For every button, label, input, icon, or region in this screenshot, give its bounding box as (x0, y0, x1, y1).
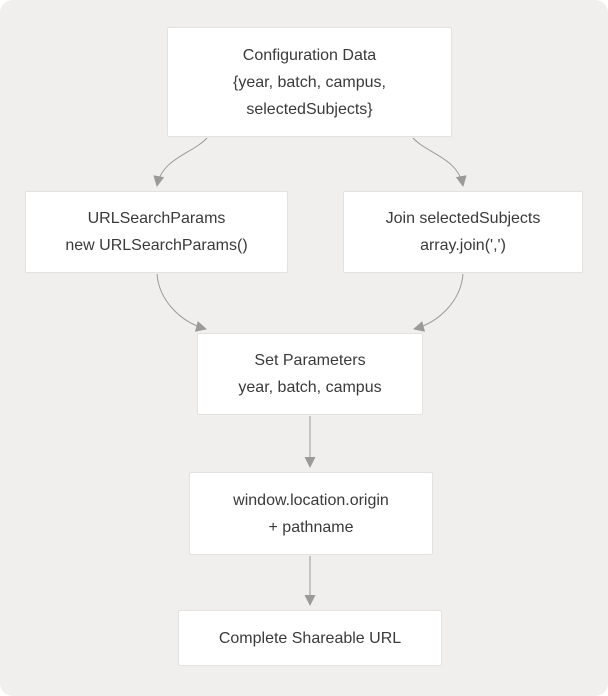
edge-config-to-join (412, 137, 467, 187)
node-join-selectedsubjects: Join selectedSubjects array.join(',') (343, 191, 583, 273)
node-urlsearchparams: URLSearchParams new URLSearchParams() (25, 191, 288, 273)
node-text-line: year, batch, campus (238, 379, 382, 396)
node-text-line: + pathname (268, 518, 354, 536)
edge-join-to-setparams (413, 273, 464, 332)
node-text-line: Complete Shareable URL (218, 629, 402, 647)
node-text-line: selectedSubjects} (246, 100, 373, 118)
node-complete-shareable-url: Complete Shareable URL (178, 610, 442, 666)
node-text-line: Set Parameters (254, 352, 366, 369)
node-set-parameters: Set Parameters year, batch, campus (197, 333, 423, 415)
node-text-line: window.location.origin (233, 491, 389, 509)
node-text-line: URLSearchParams (87, 210, 226, 227)
node-text-line: new URLSearchParams() (65, 237, 248, 254)
node-text-line: Join selectedSubjects (385, 210, 541, 227)
node-text-line: Configuration Data (242, 46, 377, 64)
edge-urlsearchparams-to-setparams (156, 273, 207, 332)
node-text-line: {year, batch, campus, (233, 73, 386, 91)
edge-config-to-urlsearchparams (153, 137, 208, 187)
node-text-line: array.join(',') (420, 237, 506, 254)
node-configuration-data: Configuration Data {year, batch, campus,… (167, 27, 452, 137)
node-window-location-origin: window.location.origin + pathname (189, 472, 433, 555)
